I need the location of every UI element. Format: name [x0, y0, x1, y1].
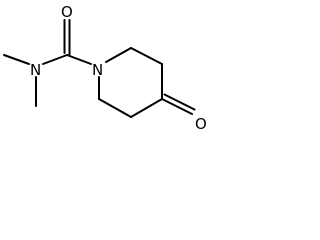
bond-ring-n-c2	[105, 47, 132, 63]
atom-label-ring-nitrogen: N	[92, 61, 103, 79]
atom-label-ketone-oxygen: O	[195, 115, 207, 133]
bond-ketone-double-a	[161, 98, 193, 115]
bond-carbonyl-amide-n	[42, 54, 68, 65]
atom-label-amide-nitrogen: N	[30, 61, 41, 79]
bond-ketone-double-b	[163, 93, 196, 111]
atom-label-carbonyl-oxygen: O	[61, 3, 73, 21]
bond-ring-c4-c5	[130, 98, 163, 118]
bond-amide-n-methyl-left	[3, 54, 30, 65]
atom-labels: O N N O	[30, 3, 207, 133]
bond-ring-c2-c3	[130, 47, 163, 65]
bond-ring-c5-c6	[98, 98, 132, 118]
bond-carbonyl-ring-n	[66, 54, 92, 65]
bond-group	[3, 19, 196, 118]
molecule-structure: O N N O	[3, 3, 207, 133]
